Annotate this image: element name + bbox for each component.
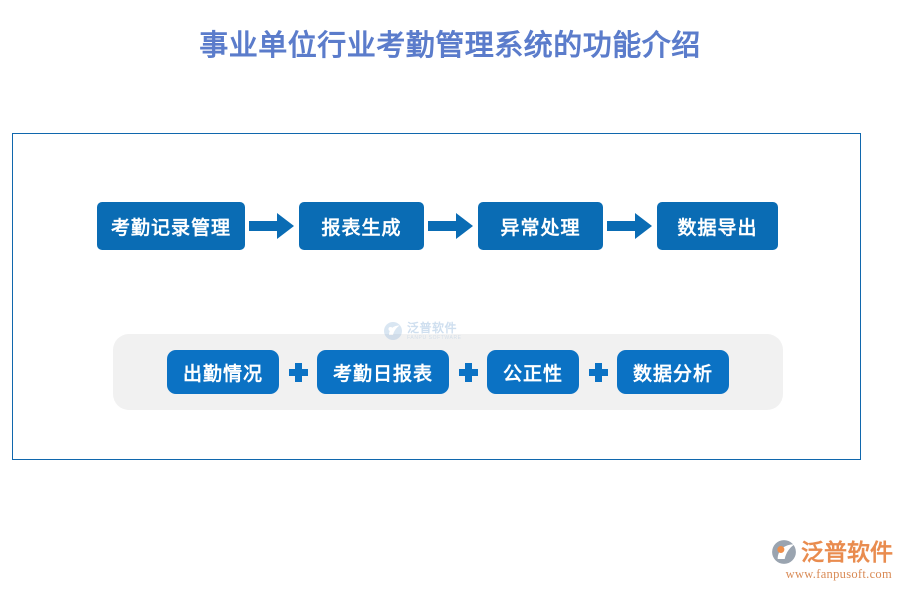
feature-tag-attendance-status[interactable]: 出勤情况 [166,350,279,394]
diagram-panel: 考勤记录管理 报表生成 异常处理 数据导出 出勤情况 考勤日报表 [12,133,861,460]
brand-logo: 泛普软件 www.fanpusoft.com [770,538,893,584]
arrow-right-icon [428,211,474,241]
feature-tag-row: 出勤情况 考勤日报表 公正性 数据分析 [113,334,783,410]
page-title: 事业单位行业考勤管理系统的功能介绍 [199,30,701,62]
brand-name: 泛普软件 [801,539,893,565]
feature-tag-fairness[interactable]: 公正性 [487,350,580,394]
plus-icon [281,360,315,384]
feature-group-band: 出勤情况 考勤日报表 公正性 数据分析 [113,334,783,410]
flow-step-attendance-record[interactable]: 考勤记录管理 [96,202,245,250]
flow-row: 考勤记录管理 报表生成 异常处理 数据导出 [13,196,862,256]
plus-icon [581,360,615,384]
arrow-right-icon [607,211,653,241]
flow-step-data-export[interactable]: 数据导出 [657,202,778,250]
flow-step-report-generation[interactable]: 报表生成 [299,202,424,250]
feature-tag-data-analysis[interactable]: 数据分析 [617,350,730,394]
fanpu-logo-icon [770,538,798,566]
arrow-right-icon [249,211,295,241]
brand-row: 泛普软件 [770,538,893,566]
feature-tag-daily-report[interactable]: 考勤日报表 [316,350,449,394]
flow-step-exception-handling[interactable]: 异常处理 [478,202,603,250]
plus-icon [451,360,485,384]
brand-url: www.fanpusoft.com [785,567,892,581]
